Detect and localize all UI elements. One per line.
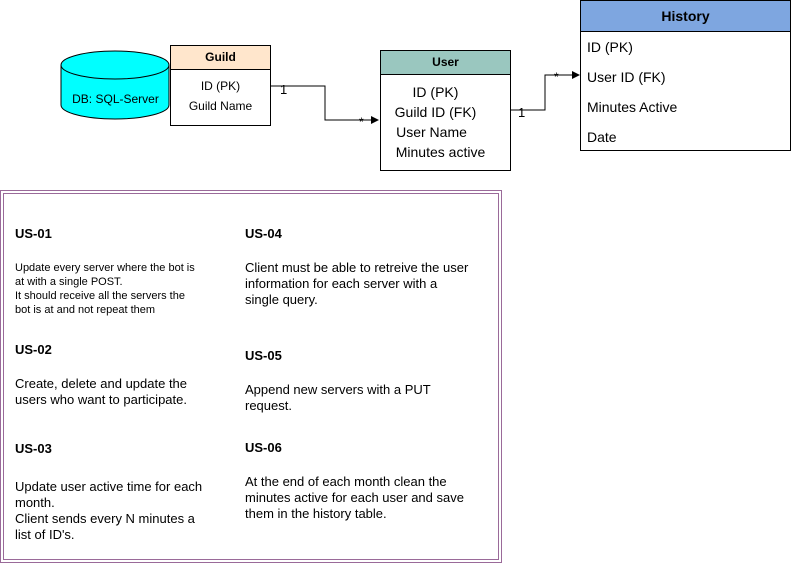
story-us02-text: Create, delete and update the users who … — [15, 376, 230, 408]
user-history-one-label: 1 — [518, 105, 525, 120]
user-field-name: User Name — [396, 124, 467, 140]
guild-entity-title: Guild — [171, 46, 270, 70]
story-us05-id: US-05 — [245, 348, 282, 363]
history-entity[interactable]: History ID (PK) User ID (FK) Minutes Act… — [580, 0, 791, 151]
user-entity-title: User — [381, 51, 510, 75]
story-us01-line: at with a single POST. — [15, 276, 123, 288]
guild-user-one-label: 1 — [280, 82, 287, 97]
history-field-minutes: Minutes Active — [587, 99, 678, 115]
database-cylinder: DB: SQL-Server — [60, 50, 171, 120]
story-us03-line: Update user active time for each — [15, 479, 203, 494]
history-field-user-id: User ID (FK) — [587, 69, 666, 85]
user-history-connector — [511, 71, 580, 111]
story-us03-text: Update user active time for each month. … — [15, 479, 240, 543]
story-us06-line: At the end of each month clean the — [245, 474, 447, 489]
history-entity-title: History — [581, 1, 790, 32]
story-us03-line: list of ID's. — [15, 527, 75, 542]
story-us05-line: Append new servers with a PUT — [245, 382, 431, 397]
story-us04-line: information for each server with a — [245, 276, 438, 291]
history-field-id: ID (PK) — [587, 39, 633, 55]
story-us04-text: Client must be able to retreive the user… — [245, 260, 495, 308]
story-us02-line: Create, delete and update the — [15, 376, 188, 391]
user-stories-inner-border — [3, 193, 499, 560]
story-us05-text: Append new servers with a PUT request. — [245, 382, 495, 414]
user-history-many-label: * — [554, 70, 559, 84]
guild-user-many-label: * — [359, 115, 364, 129]
guild-field-name: Guild Name — [188, 99, 253, 113]
story-us01-line: Update every server where the bot is — [15, 262, 195, 274]
user-stories-panel — [0, 190, 502, 563]
database-icon — [60, 50, 170, 120]
story-us01-line: bot is at and not repeat them — [15, 304, 156, 316]
history-field-date: Date — [587, 129, 617, 145]
guild-user-connector — [271, 85, 379, 124]
database-label: DB: SQL-Server — [72, 92, 159, 106]
story-us01-id: US-01 — [15, 226, 52, 241]
story-us02-line: users who want to participate. — [15, 392, 187, 407]
story-us04-line: single query. — [245, 292, 318, 307]
guild-field-id: ID (PK) — [200, 79, 241, 93]
story-us06-id: US-06 — [245, 440, 282, 455]
story-us04-id: US-04 — [245, 226, 282, 241]
user-field-id: ID (PK) — [412, 84, 459, 100]
user-entity[interactable]: User ID (PK) Guild ID (FK) User Name Min… — [380, 50, 511, 171]
story-us01-line: It should receive all the servers the — [15, 290, 185, 302]
story-us06-line: them in the history table. — [245, 506, 387, 521]
story-us01-text: Update every server where the bot is at … — [15, 261, 230, 317]
story-us04-line: Client must be able to retreive the user — [245, 260, 469, 275]
user-field-guild-id: Guild ID (FK) — [394, 104, 477, 120]
story-us03-line: Client sends every N minutes a — [15, 511, 195, 526]
user-field-minutes: Minutes active — [395, 144, 486, 160]
story-us02-id: US-02 — [15, 342, 52, 357]
story-us06-text: At the end of each month clean the minut… — [245, 474, 495, 522]
story-us03-line: month. — [15, 495, 55, 510]
story-us03-id: US-03 — [15, 441, 52, 456]
story-us05-line: request. — [245, 398, 292, 413]
guild-entity[interactable]: Guild ID (PK) Guild Name — [170, 45, 271, 126]
story-us06-line: minutes active for each user and save — [245, 490, 464, 505]
